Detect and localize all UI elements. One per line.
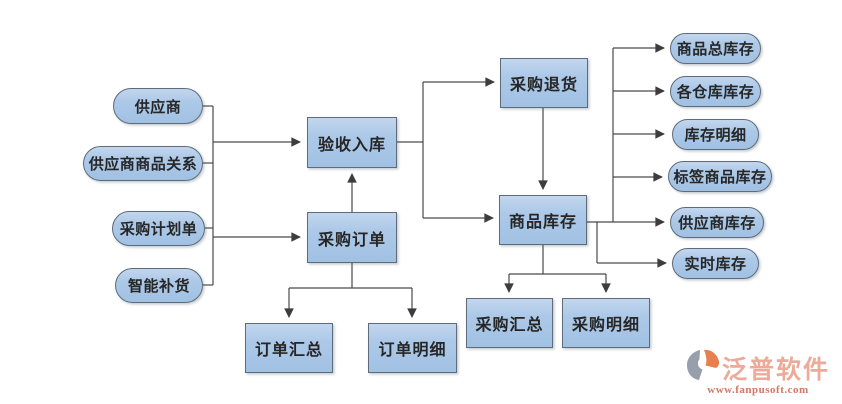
node-label: 实时库存 xyxy=(684,256,747,273)
brand-name: 泛普软件 xyxy=(721,355,830,384)
node-labeled-stock: 标签商品库存 xyxy=(668,161,772,192)
node-label: 采购订单 xyxy=(317,231,386,249)
node-label: 商品库存 xyxy=(508,214,577,231)
node-label: 库存明细 xyxy=(684,127,747,144)
node-label: 供应商库存 xyxy=(678,215,756,232)
node-label: 商品总库存 xyxy=(676,41,755,58)
node-order-summary: 订单汇总 xyxy=(245,323,333,373)
node-total-stock: 商品总库存 xyxy=(670,33,761,64)
node-label: 供应商 xyxy=(134,98,182,116)
node-product-inventory: 商品库存 xyxy=(499,195,587,245)
node-smart-replenishment: 智能补货 xyxy=(115,268,203,303)
connector-inbound-bus xyxy=(397,77,495,223)
node-label: 各仓库库存 xyxy=(676,84,755,101)
connector-sources-bus xyxy=(202,105,301,286)
node-purchase-order: 采购订单 xyxy=(307,212,397,263)
node-purchase-summary: 采购汇总 xyxy=(466,298,553,348)
node-purchase-detail: 采购明细 xyxy=(562,298,650,348)
node-label: 采购退货 xyxy=(509,77,578,94)
brand-watermark: 泛普软件 www.fanpusoft.com xyxy=(686,349,830,396)
node-supplier-stock: 供应商库存 xyxy=(670,207,764,238)
node-label: 订单汇总 xyxy=(254,342,323,359)
node-supplier-product-relation: 供应商商品关系 xyxy=(83,146,203,181)
node-supplier: 供应商 xyxy=(113,88,203,124)
node-warehouse-stock: 各仓库库存 xyxy=(670,76,761,107)
node-label: 采购计划单 xyxy=(119,221,198,238)
node-stock-detail: 库存明细 xyxy=(672,119,759,150)
node-label: 智能补货 xyxy=(127,278,190,295)
connector-inventory-outputs xyxy=(587,43,667,268)
fanpu-logo-icon xyxy=(686,349,720,386)
brand-url: www.fanpusoft.com xyxy=(707,384,809,396)
node-realtime-stock: 实时库存 xyxy=(672,248,759,279)
node-inbound-acceptance: 验收入库 xyxy=(307,117,397,168)
node-label: 采购汇总 xyxy=(475,317,544,334)
connector-order-to-reports xyxy=(284,263,417,318)
node-label: 订单明细 xyxy=(378,342,447,359)
node-purchase-return: 采购退货 xyxy=(500,58,588,108)
node-purchase-plan: 采购计划单 xyxy=(112,211,205,246)
node-label: 标签商品库存 xyxy=(673,169,767,186)
connector-inventory-to-reports xyxy=(504,245,611,293)
node-label: 供应商商品关系 xyxy=(88,156,198,173)
node-order-detail: 订单明细 xyxy=(368,323,457,373)
node-label: 验收入库 xyxy=(317,136,386,154)
node-label: 采购明细 xyxy=(571,317,640,334)
